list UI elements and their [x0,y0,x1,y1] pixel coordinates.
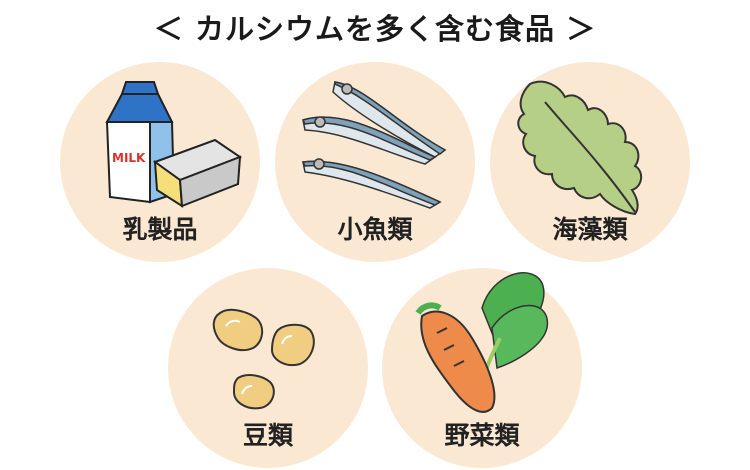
carrot-and-greens-icon [415,272,549,413]
milk-text: MILK [112,151,146,165]
small-fish-icon [301,81,447,209]
seaweed-icon [517,80,643,216]
food-label-seaweed: 海藻類 [552,215,628,244]
food-label-vegetables: 野菜類 [444,421,520,450]
food-label-dairy: 乳製品 [122,215,198,244]
beans-icon [212,308,315,410]
food-label-beans: 豆類 [242,421,293,450]
food-card-beans: 豆類 [168,268,368,468]
food-card-vegetables: 野菜類 [382,268,582,468]
food-card-small-fish: 小魚類 [275,62,475,262]
food-card-dairy: MILK 乳製品 [60,62,260,262]
page-title: ＜ カルシウムを多く含む食品 ＞ [153,12,597,46]
food-card-seaweed: 海藻類 [490,62,690,262]
milk-and-cheese-icon: MILK [105,81,243,208]
food-label-small-fish: 小魚類 [337,215,413,244]
